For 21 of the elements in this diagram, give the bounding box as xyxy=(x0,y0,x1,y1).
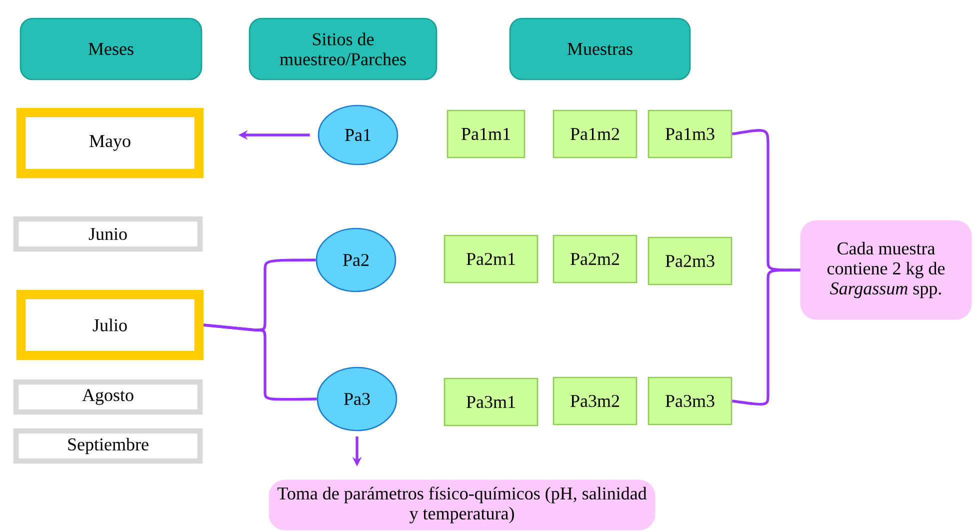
month-box: Julio xyxy=(16,290,204,360)
month-box: Junio xyxy=(13,216,203,252)
sample-box: Pa1m1 xyxy=(446,110,526,158)
sample-box: Pa3m1 xyxy=(444,378,538,426)
month-box: Mayo xyxy=(16,108,204,178)
sample-box: Pa3m2 xyxy=(552,376,638,426)
sample-box: Pa2m2 xyxy=(552,234,638,284)
month-box: Agosto xyxy=(13,379,203,415)
bracket-line xyxy=(204,324,317,401)
sample-box: Pa1m3 xyxy=(648,110,732,158)
header-box: Sitios de muestreo/Parches xyxy=(248,18,438,80)
header-box: Meses xyxy=(20,18,202,80)
sample-box: Pa2m1 xyxy=(444,234,538,284)
header-box: Muestras xyxy=(509,18,691,80)
month-box: Septiembre xyxy=(13,428,203,464)
note-box: Cada muestra contiene 2 kg de Sargassum spp. xyxy=(800,220,972,320)
sample-box: Pa1m2 xyxy=(552,110,638,158)
note-box: Toma de parámetros físico-químicos (pH, salinidad y temperatura) xyxy=(268,480,656,530)
sample-box: Pa3m3 xyxy=(648,376,732,426)
sample-box: Pa2m3 xyxy=(648,236,732,286)
bracket-line xyxy=(732,268,800,406)
